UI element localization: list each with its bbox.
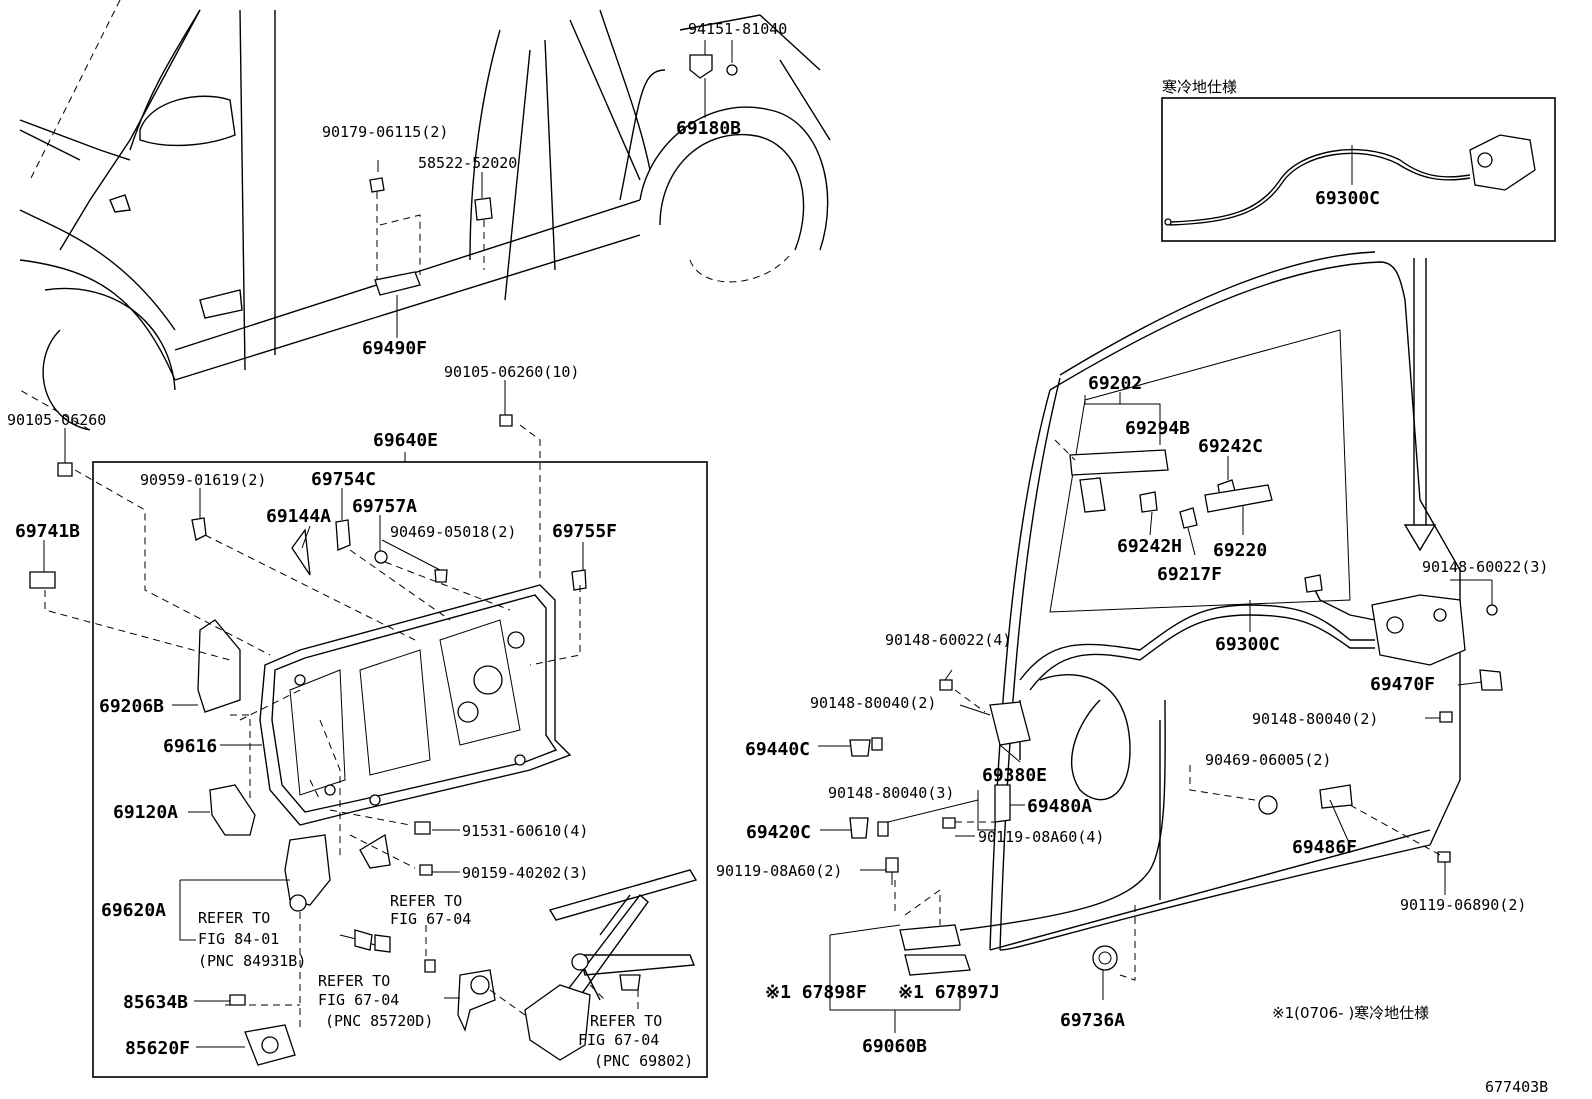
inset-title: 寒冷地仕様 xyxy=(1162,78,1237,96)
label-69755F: 69755F xyxy=(552,521,617,542)
leader-lines-right xyxy=(894,439,1441,981)
sill-clip xyxy=(369,177,493,338)
handle-parts xyxy=(1069,392,1273,556)
label-69220: 69220 xyxy=(1213,540,1267,561)
inset-cable xyxy=(1164,134,1536,226)
ref-67b-line2: FIG 67-04 xyxy=(318,991,399,1009)
label-69420C: 69420C xyxy=(746,822,811,843)
label-90469-05018: 90469-05018(2) xyxy=(390,523,516,541)
label-91531-60610: 91531-60610(4) xyxy=(462,822,588,840)
label-69640E: 69640E xyxy=(373,430,438,451)
label-90119-08A60-2: 90119-08A60(2) xyxy=(716,862,842,880)
down-arrow xyxy=(1403,258,1437,552)
label-90148-80040-2b: 90148-80040(2) xyxy=(1252,710,1378,728)
label-69620A: 69620A xyxy=(101,900,166,921)
ref-67b-line1: REFER TO xyxy=(318,972,390,990)
label-85620F: 85620F xyxy=(125,1038,190,1059)
label-69242H: 69242H xyxy=(1117,536,1182,557)
small-parts-left xyxy=(191,517,587,1066)
window-regulator xyxy=(524,869,698,1061)
ref-67c-line3: (PNC 69802) xyxy=(594,1052,693,1070)
solid-leaders-left xyxy=(43,160,584,1048)
label-90148-60022-4: 90148-60022(4) xyxy=(885,631,1011,649)
part-labels: 94151-81040 69180B 90179-06115(2) 58522-… xyxy=(7,20,1548,1096)
label-67897J: ※1 67897J xyxy=(898,982,1000,1003)
ref-67c-line1: REFER TO xyxy=(590,1012,662,1030)
label-69294B: 69294B xyxy=(1125,418,1190,439)
ref-67b-line3: (PNC 85720D) xyxy=(325,1012,433,1030)
door-outline-right xyxy=(989,251,1461,951)
label-69616: 69616 xyxy=(163,736,217,757)
label-69486F: 69486F xyxy=(1292,837,1357,858)
reference-notes: REFER TO FIG 84-01 (PNC 84931B) REFER TO… xyxy=(198,892,693,1070)
label-69217F: 69217F xyxy=(1157,564,1222,585)
label-69741B: 69741B xyxy=(15,521,80,542)
label-90148-80040-3: 90148-80040(3) xyxy=(828,784,954,802)
label-90179-06115: 90179-06115(2) xyxy=(322,123,448,141)
ref-67a-line1: REFER TO xyxy=(390,892,462,910)
inset-box xyxy=(1161,97,1556,242)
hook-69180B xyxy=(619,40,738,201)
inside-handle xyxy=(829,889,971,1033)
label-69757A: 69757A xyxy=(352,496,417,517)
regulator-box xyxy=(92,461,708,1078)
label-69202: 69202 xyxy=(1088,373,1142,394)
label-69242C: 69242C xyxy=(1198,436,1263,457)
label-69060B: 69060B xyxy=(862,1036,927,1057)
label-69120A: 69120A xyxy=(113,802,178,823)
small-parts-right xyxy=(849,679,1453,971)
label-90159-40202: 90159-40202(3) xyxy=(462,864,588,882)
label-69206B: 69206B xyxy=(99,696,164,717)
label-90148-80040-2a: 90148-80040(2) xyxy=(810,694,936,712)
label-90119-08A60-4: 90119-08A60(4) xyxy=(978,828,1104,846)
label-69180B: 69180B xyxy=(676,118,741,139)
label-69490F: 69490F xyxy=(362,338,427,359)
ref-84-line3: (PNC 84931B) xyxy=(198,952,306,970)
leader-lines-left xyxy=(44,424,639,1030)
label-90105-06260: 90105-06260 xyxy=(7,411,106,429)
lock-assembly xyxy=(959,574,1503,931)
label-69480A: 69480A xyxy=(1027,796,1092,817)
ref-67c-line2: FIG 67-04 xyxy=(578,1031,659,1049)
label-94151-81040: 94151-81040 xyxy=(688,20,787,38)
label-58522-52020: 58522-52020 xyxy=(418,154,517,172)
label-90119-06890: 90119-06890(2) xyxy=(1400,896,1526,914)
label-69144A: 69144A xyxy=(266,506,331,527)
label-69440C: 69440C xyxy=(745,739,810,760)
ref-84-line1: REFER TO xyxy=(198,909,270,927)
label-90105-06260-10: 90105-06260(10) xyxy=(444,363,579,381)
label-69380E: 69380E xyxy=(982,765,1047,786)
label-90148-60022-3: 90148-60022(3) xyxy=(1422,558,1548,576)
label-69754C: 69754C xyxy=(311,469,376,490)
ref-84-line2: FIG 84-01 xyxy=(198,930,279,948)
footnote: ※1(0706- )寒冷地仕様 xyxy=(1272,1004,1429,1022)
solid-leaders-right xyxy=(818,579,1493,1000)
ref-67a-line2: FIG 67-04 xyxy=(390,910,471,928)
bolts-left xyxy=(29,414,513,589)
label-69300C-inset: 69300C xyxy=(1315,188,1380,209)
diagram-id: 677403B xyxy=(1485,1078,1548,1096)
label-69470F: 69470F xyxy=(1370,674,1435,695)
label-90469-06005: 90469-06005(2) xyxy=(1205,751,1331,769)
label-90959-01619: 90959-01619(2) xyxy=(140,471,266,489)
label-85634B: 85634B xyxy=(123,992,188,1013)
label-69736A: 69736A xyxy=(1060,1010,1125,1031)
vehicle-outline xyxy=(19,0,831,431)
label-67898F: ※1 67898F xyxy=(765,982,867,1003)
label-69300C: 69300C xyxy=(1215,634,1280,655)
door-panel-69616 xyxy=(259,584,572,826)
